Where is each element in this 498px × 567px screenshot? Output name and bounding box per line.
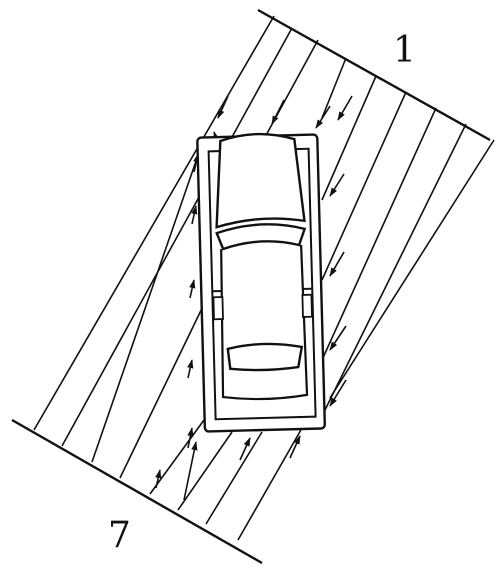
arrow: [239, 437, 251, 461]
arrow: [329, 379, 347, 407]
car-hood: [215, 132, 306, 229]
streamline: [237, 427, 303, 541]
streamlines-left: [33, 15, 293, 479]
streamline: [177, 431, 233, 511]
car-door-left: [212, 296, 224, 321]
car-cabin: [220, 244, 309, 401]
arrow: [191, 205, 198, 225]
arrow: [271, 99, 285, 125]
bottom-boundary-line: [11, 418, 263, 565]
arrow: [329, 173, 345, 197]
streamline: [205, 431, 263, 525]
streamline: [149, 419, 205, 495]
streamline: [33, 15, 275, 431]
streamline: [91, 137, 205, 463]
arrow: [315, 105, 331, 129]
streamlines-bottom: [149, 419, 303, 541]
arrows-right: [329, 173, 347, 407]
arrow: [329, 325, 347, 351]
car-windshield: [215, 223, 307, 251]
streamline: [119, 299, 207, 479]
streamline: [61, 27, 293, 447]
arrow: [183, 441, 198, 501]
arrows-top: [217, 95, 353, 129]
arrow: [155, 469, 162, 489]
arrow: [337, 95, 353, 121]
streamline: [321, 57, 347, 119]
arrow: [289, 435, 301, 459]
arrow: [187, 427, 194, 449]
streamline: [321, 91, 407, 281]
streamline: [321, 107, 437, 361]
streamline: [323, 123, 467, 413]
arrow: [329, 251, 345, 277]
arrow: [217, 95, 229, 119]
label-top-number: 1: [393, 30, 416, 71]
arrow: [189, 279, 196, 299]
top-boundary-line: [257, 8, 491, 142]
car-door-right: [301, 293, 313, 318]
car-rear-window: [226, 342, 304, 372]
label-bottom-number: 7: [108, 515, 131, 556]
arrows-left: [155, 131, 301, 501]
arrow: [187, 359, 194, 379]
car: [196, 132, 327, 433]
streamline: [321, 75, 377, 201]
streamline: [329, 139, 495, 399]
